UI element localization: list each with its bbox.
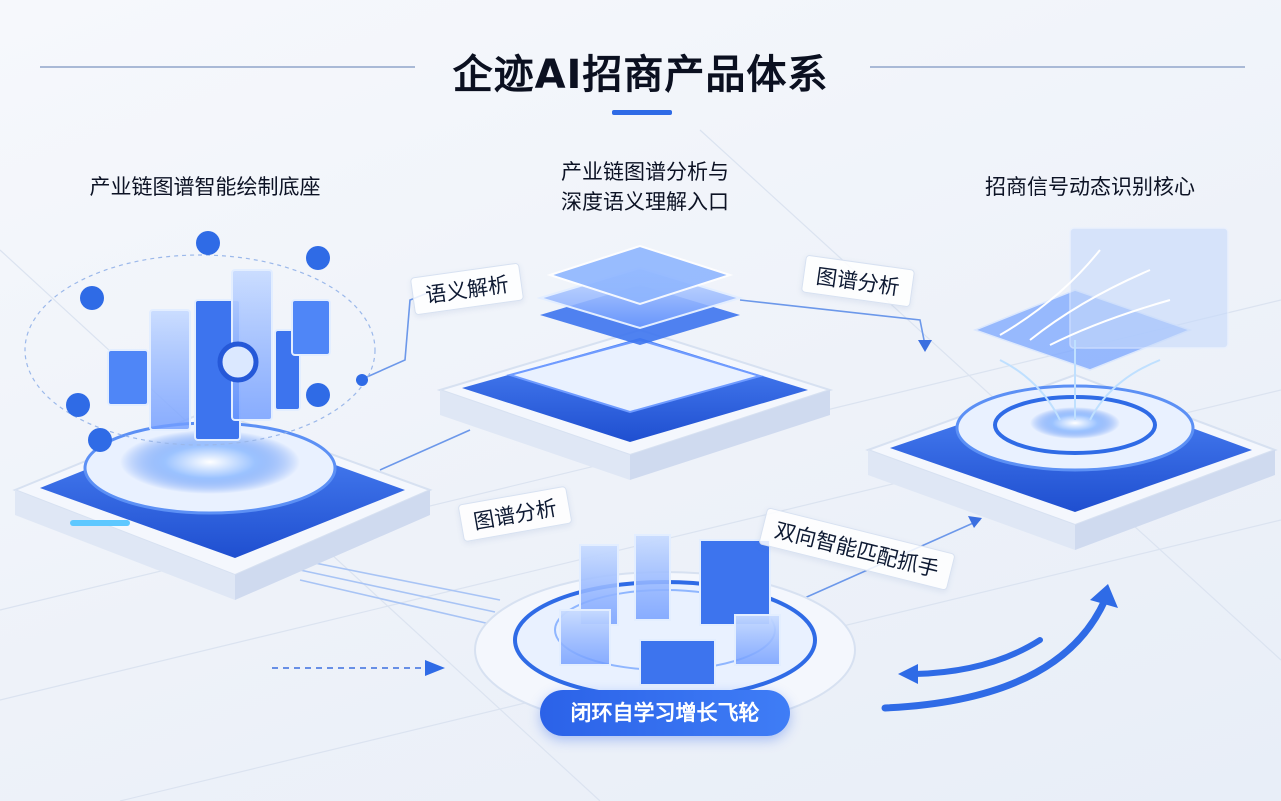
orbit-node-icon — [66, 393, 90, 417]
page-title: 企迹AI招商产品体系 — [452, 52, 829, 98]
dashed-arrow-head — [425, 660, 445, 676]
left-platform — [12, 408, 433, 600]
line-left-to-bottom-3 — [299, 579, 491, 625]
orbit-node-icon — [356, 374, 368, 386]
flywheel-arrows — [881, 596, 1109, 712]
center-stacked-layers — [536, 244, 744, 345]
module-label-left: 产业链图谱智能绘制底座 — [89, 175, 321, 199]
orbit-node-icon — [88, 428, 112, 452]
module-label-center-line1: 产业链图谱分析与 — [561, 160, 729, 184]
bottom-flywheel — [474, 534, 856, 729]
left-cube-cluster — [107, 269, 331, 441]
line-left-to-bottom — [299, 559, 501, 601]
title-rule-left — [40, 66, 415, 68]
module-label-center: 产业链图谱分析与 深度语义理解入口 — [520, 157, 770, 217]
title-rule-right — [870, 66, 1245, 68]
orbit-node-icon — [80, 286, 104, 310]
flywheel-arrow-left-head — [898, 664, 918, 684]
orbit-node-icon — [196, 231, 220, 255]
right-holo-screen — [972, 227, 1229, 421]
module-label-right: 招商信号动态识别核心 — [985, 175, 1195, 199]
line-center-lower — [379, 429, 471, 471]
arrow-head-bottom-right — [968, 516, 982, 528]
line-center-to-right — [739, 299, 926, 346]
center-platform — [436, 328, 834, 480]
title-accent-bar — [612, 110, 672, 115]
right-platform — [865, 373, 1278, 550]
orbit-node-icon — [306, 246, 330, 270]
line-left-to-bottom-2 — [299, 569, 496, 613]
module-label-center-line2: 深度语义理解入口 — [561, 190, 729, 214]
arrow-head-center-right — [918, 340, 932, 352]
flywheel-arrow-up-head — [1090, 584, 1118, 608]
orbit-node-icon — [306, 383, 330, 407]
left-orbit — [24, 231, 376, 452]
module-label-bottom: 闭环自学习增长飞轮 — [540, 690, 790, 736]
